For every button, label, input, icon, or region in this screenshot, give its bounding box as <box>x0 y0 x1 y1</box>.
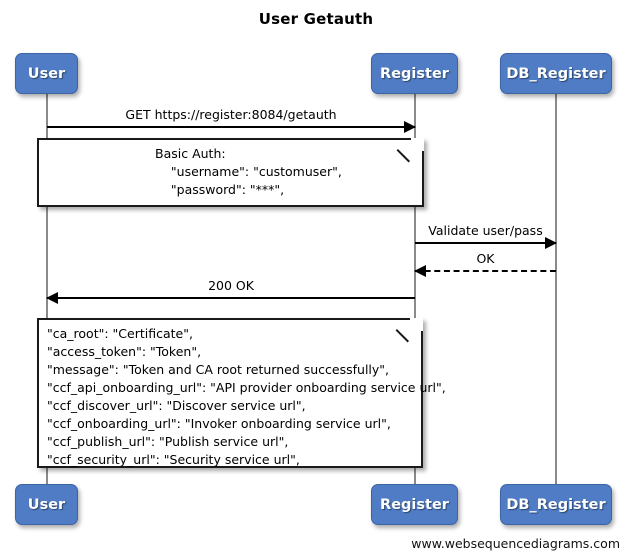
note-line: "message": "Token and CA root returned s… <box>47 362 390 377</box>
note-basic-auth: Basic Auth: "username": "customuser", "p… <box>37 138 424 207</box>
participant-register-top[interactable]: Register <box>371 53 458 94</box>
arrowhead-left-icon <box>414 265 426 277</box>
arrowhead-right-icon <box>404 121 416 133</box>
message-line <box>47 126 415 128</box>
note-fold-corner-icon <box>410 318 423 331</box>
participant-label: User <box>27 65 66 82</box>
note-line: "ccf_onboarding_url": "Invoker onboardin… <box>47 416 391 431</box>
note-line: "ccf_security_url": "Security service ur… <box>47 452 300 467</box>
note-response-payload: "ca_root": "Certificate", "access_token"… <box>37 318 446 469</box>
note-line: "ccf_api_onboarding_url": "API provider … <box>47 380 446 395</box>
participant-user-bottom[interactable]: User <box>15 484 78 525</box>
note-line: "ca_root": "Certificate", <box>47 326 193 341</box>
participant-db-register-top[interactable]: DB_Register <box>500 53 612 94</box>
participant-label: DB_Register <box>506 496 606 513</box>
participant-label: User <box>27 496 66 513</box>
participant-label: Register <box>380 496 449 513</box>
participant-register-bottom[interactable]: Register <box>371 484 458 525</box>
note-line: "username": "customuser", <box>155 164 342 179</box>
arrowhead-right-icon <box>545 237 557 249</box>
message-label: OK <box>476 251 495 266</box>
page-title: User Getauth <box>258 10 374 28</box>
message-label: 200 OK <box>208 278 254 293</box>
participant-label: DB_Register <box>506 65 606 82</box>
message-line <box>415 242 556 244</box>
note-line: "ccf_discover_url": "Discover service ur… <box>47 398 306 413</box>
lifeline-user <box>46 93 48 485</box>
note-line: "ccf_publish_url": "Publish service url"… <box>47 434 289 449</box>
note-line: Basic Auth: <box>155 146 226 161</box>
message-line <box>47 297 415 299</box>
note-text: Basic Auth: "username": "customuser", "p… <box>47 145 414 199</box>
footer-watermark: www.websequencediagrams.com <box>411 536 620 551</box>
lifeline-register <box>414 93 416 485</box>
message-label: GET https://register:8084/getauth <box>125 107 337 122</box>
message-label: Validate user/pass <box>428 223 543 238</box>
participant-user-top[interactable]: User <box>15 53 78 94</box>
arrowhead-left-icon <box>46 292 58 304</box>
note-line: "password": "***", <box>155 182 285 197</box>
note-fold-corner-icon <box>411 138 424 151</box>
note-text: "ca_root": "Certificate", "access_token"… <box>47 325 446 469</box>
note-line: "access_token": "Token", <box>47 344 202 359</box>
message-line <box>415 270 556 272</box>
lifeline-db-register <box>555 93 557 485</box>
participant-db-register-bottom[interactable]: DB_Register <box>500 484 612 525</box>
participant-label: Register <box>380 65 449 82</box>
